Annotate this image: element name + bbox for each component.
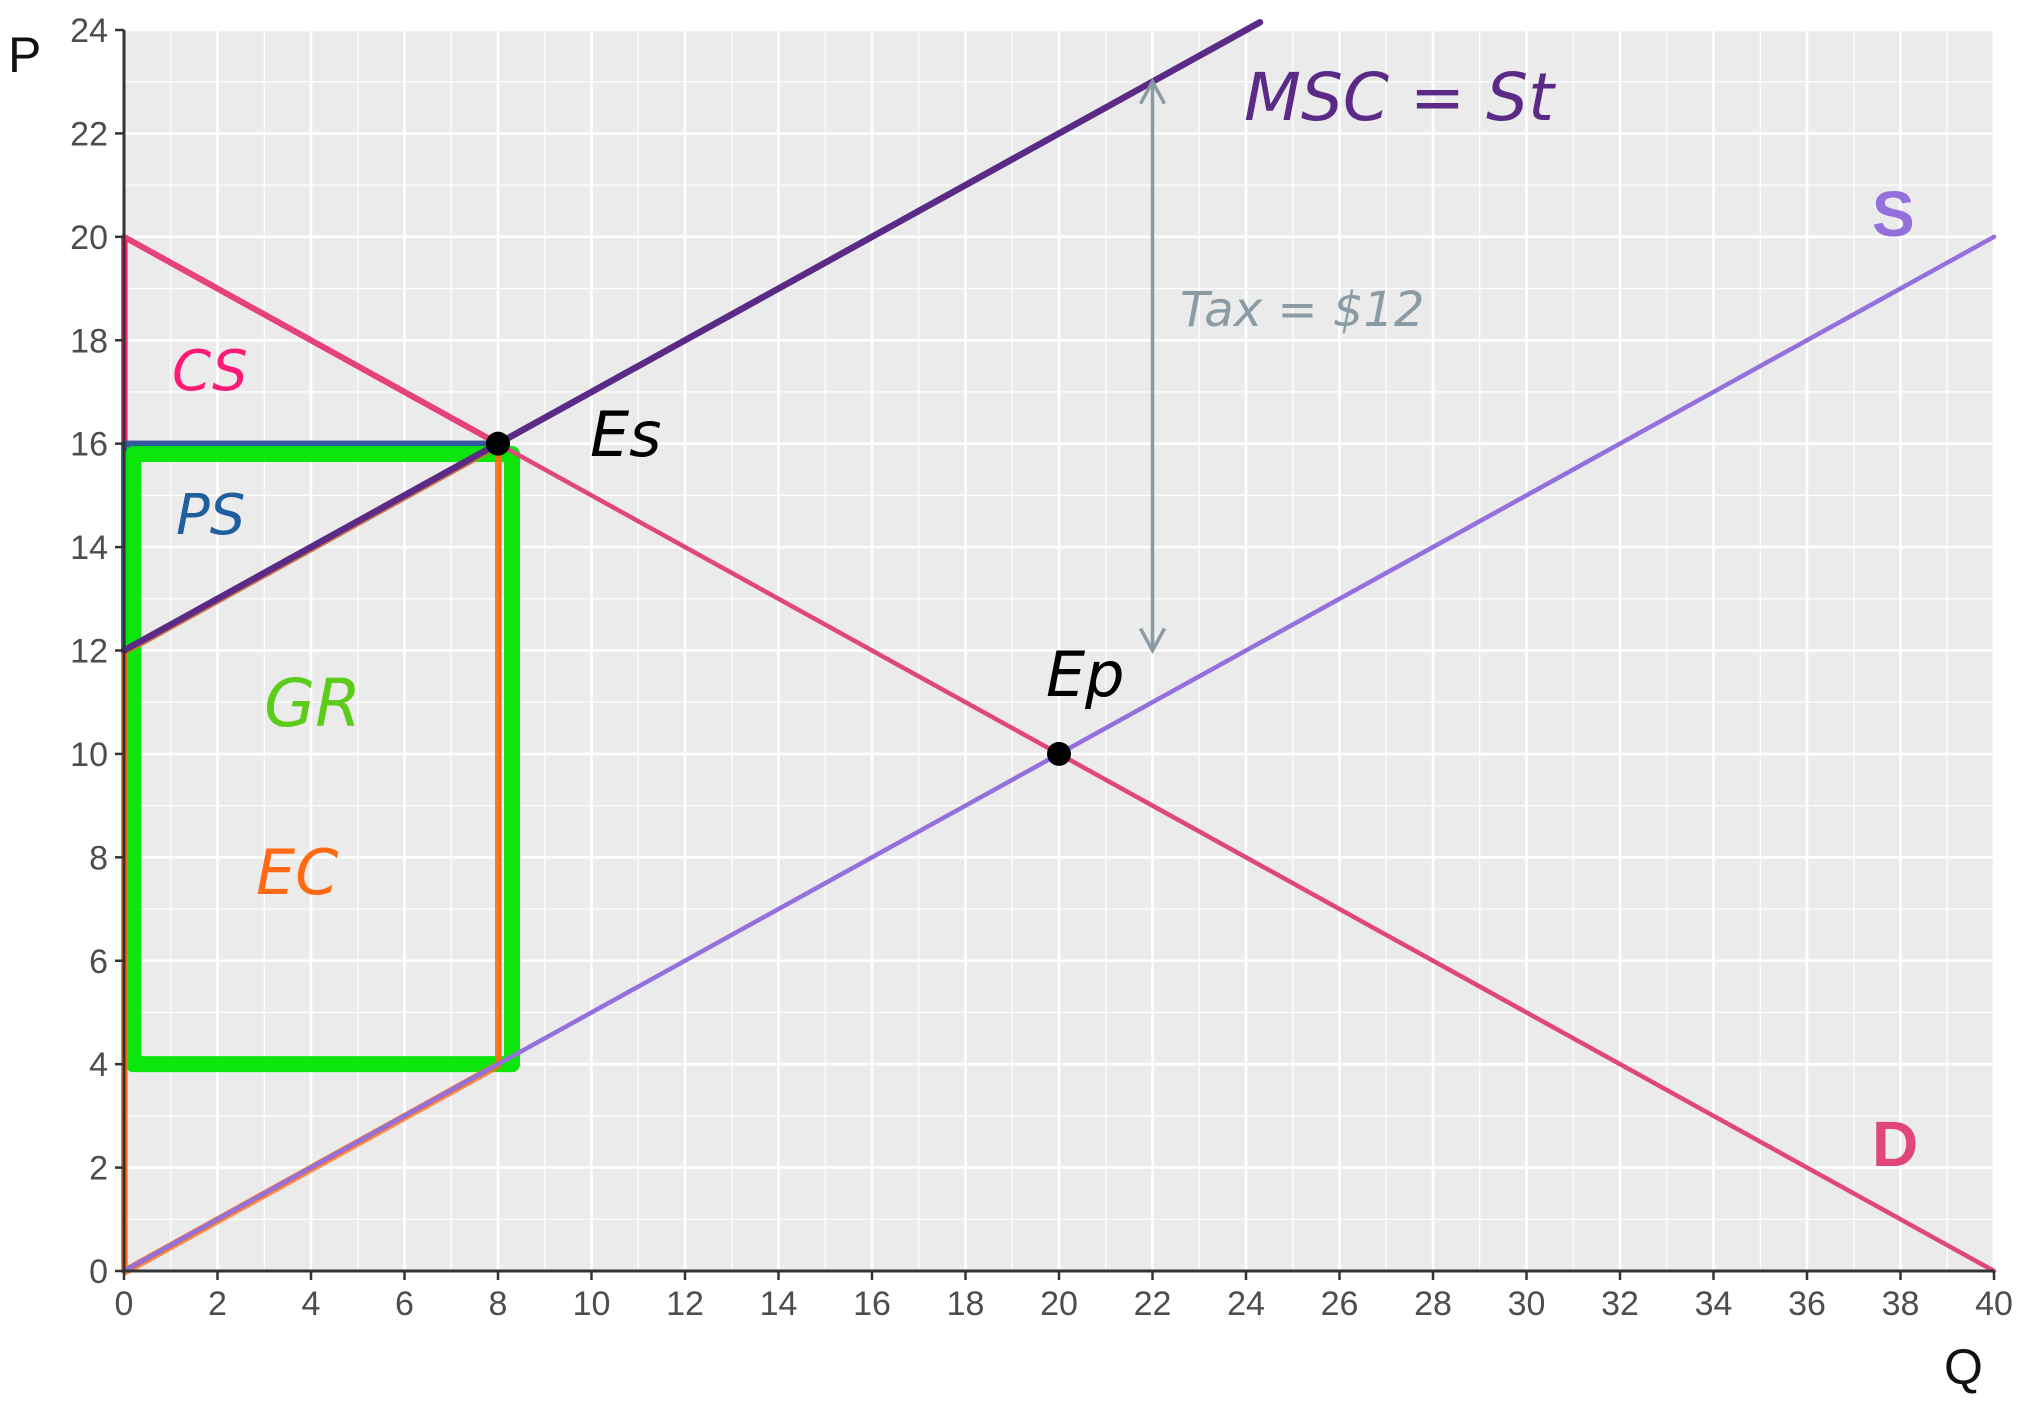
x-tick-label: 24 (1227, 1285, 1265, 1323)
point-ep (1047, 741, 1071, 766)
y-tick-label: 6 (89, 943, 108, 981)
y-tick-label: 12 (70, 633, 108, 671)
ec-label: EC (256, 836, 339, 909)
x-tick-label: 18 (947, 1285, 985, 1323)
x-tick-label: 34 (1695, 1285, 1733, 1323)
ps-label: PS (176, 483, 245, 548)
msc-label: MSC = St (1244, 59, 1556, 136)
x-tick-label: 16 (853, 1285, 891, 1323)
y-tick-label: 0 (89, 1253, 108, 1291)
x-tick-label: 4 (302, 1285, 321, 1323)
tax-arrow-head-top (1138, 78, 1167, 105)
x-tick-label: 36 (1788, 1285, 1826, 1323)
x-tick-label: 14 (760, 1285, 798, 1323)
x-tick-label: 22 (1134, 1285, 1172, 1323)
y-tick-label: 16 (70, 426, 108, 464)
region-gr (125, 446, 521, 1073)
tax-arrow-head-bottom (1138, 627, 1167, 655)
tax-label: Tax = $12 (1180, 282, 1424, 338)
gr-label: GR (264, 665, 361, 742)
x-tick-label: 38 (1882, 1285, 1920, 1323)
y-axis-title: P (8, 27, 41, 83)
ep-label: Ep (1046, 638, 1125, 711)
region-ec-scribble (124, 443, 502, 1277)
series-label-s: S (1872, 178, 1915, 250)
es-label: Es (590, 398, 661, 471)
x-tick-label: 30 (1508, 1285, 1546, 1323)
x-tick-label: 10 (573, 1285, 611, 1323)
x-axis-title: Q (1944, 1339, 1983, 1395)
x-tick-label: 6 (395, 1285, 414, 1323)
series-label-d: D (1872, 1108, 1918, 1180)
y-tick-label: 22 (70, 115, 108, 153)
y-tick-label: 10 (70, 736, 108, 774)
cs-label: CS (172, 339, 248, 404)
x-tick-label: 40 (1975, 1285, 2013, 1323)
x-tick-label: 0 (115, 1285, 134, 1323)
series-line-2 (120, 18, 1264, 654)
x-tick-label: 20 (1040, 1285, 1078, 1323)
y-tick-label: 24 (70, 12, 108, 50)
y-tick-label: 14 (70, 529, 108, 567)
x-tick-label: 28 (1414, 1285, 1452, 1323)
annotations (486, 78, 1167, 766)
y-tick-label: 2 (89, 1150, 108, 1188)
x-tick-label: 32 (1601, 1285, 1639, 1323)
y-tick-label: 4 (89, 1046, 108, 1084)
y-tick-label: 8 (89, 839, 108, 877)
y-tick-label: 20 (70, 219, 108, 257)
x-tick-label: 12 (666, 1285, 704, 1323)
x-tick-label: 2 (208, 1285, 227, 1323)
point-es (486, 431, 510, 456)
x-tick-label: 8 (489, 1285, 508, 1323)
y-tick-label: 18 (70, 322, 108, 360)
x-tick-label: 26 (1321, 1285, 1359, 1323)
